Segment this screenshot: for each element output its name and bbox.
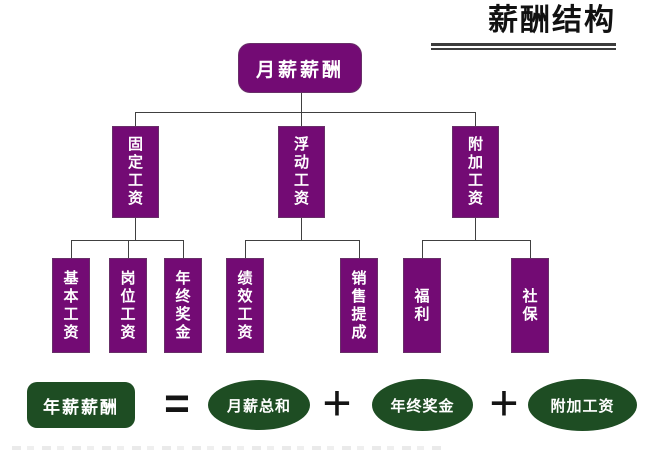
- node-monthly-salary: 月薪薪酬: [238, 43, 362, 93]
- connector-level2-rail: [135, 112, 476, 113]
- connector-additional-rail: [422, 240, 530, 241]
- plus-sign-2: +: [489, 375, 519, 431]
- node-floating-salary: 浮动工资: [278, 126, 325, 218]
- connector-fixed-stem: [135, 218, 136, 240]
- node-social-insurance: 社保: [511, 258, 549, 353]
- connector-fixed-rail: [71, 240, 184, 241]
- node-post-salary: 岗位工资: [109, 258, 147, 353]
- connector-basic-drop: [71, 240, 72, 258]
- title-underline-thin: [431, 48, 616, 50]
- connector-floating-stem: [301, 218, 302, 240]
- page-title: 薪酬结构: [488, 4, 616, 37]
- connector-root-drop: [301, 93, 302, 112]
- connector-additional-drop: [475, 112, 476, 126]
- connector-welfare-drop: [422, 240, 423, 258]
- connector-floating-rail: [245, 240, 359, 241]
- title-underline-thick: [431, 43, 616, 46]
- node-welfare: 福利: [403, 258, 441, 353]
- connector-yearend-drop: [183, 240, 184, 258]
- node-sales-commission: 销售提成: [340, 258, 378, 353]
- annual-salary-box: 年薪薪酬: [27, 382, 135, 428]
- node-yearend-bonus: 年终奖金: [164, 258, 202, 353]
- connector-fixed-drop: [135, 112, 136, 126]
- term-monthly-sum: 月薪总和: [208, 380, 310, 430]
- term-additional-salary: 附加工资: [528, 379, 637, 431]
- node-additional-salary: 附加工资: [452, 126, 499, 218]
- node-fixed-salary: 固定工资: [112, 126, 159, 218]
- bottom-watermark-remnant: [12, 446, 442, 450]
- connector-post-drop: [128, 240, 129, 258]
- connector-social-drop: [530, 240, 531, 258]
- plus-sign-1: +: [322, 375, 352, 431]
- connector-commission-drop: [359, 240, 360, 258]
- equals-sign: =: [164, 379, 190, 428]
- node-basic-salary: 基本工资: [52, 258, 90, 353]
- connector-additional-stem: [475, 218, 476, 240]
- node-performance-salary: 绩效工资: [226, 258, 264, 353]
- connector-floating-drop: [301, 112, 302, 126]
- term-yearend-bonus: 年终奖金: [372, 379, 473, 431]
- connector-performance-drop: [245, 240, 246, 258]
